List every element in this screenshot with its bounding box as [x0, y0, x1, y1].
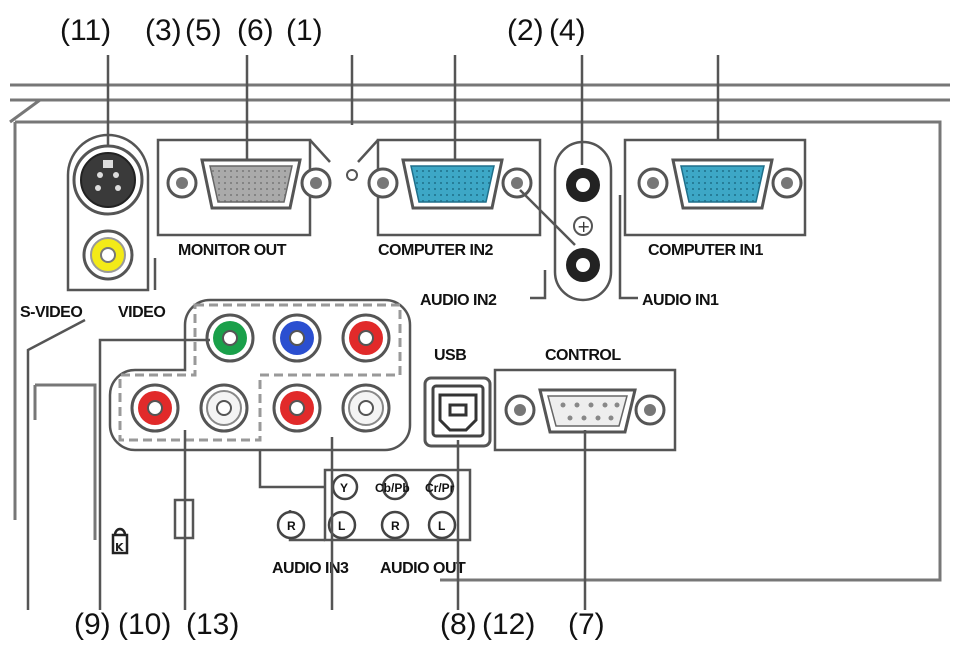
callout-11: (11) — [60, 14, 111, 47]
callout-3: (3) — [145, 14, 182, 47]
svideo-video-panel — [66, 133, 157, 292]
legend-l2: L — [438, 519, 445, 533]
jack-legend-box — [258, 450, 472, 542]
callout-13: (13) — [186, 608, 239, 641]
rca-panel — [108, 298, 412, 452]
control-label: CONTROL — [545, 347, 621, 364]
legend-l1: L — [338, 519, 345, 533]
audio-in3-label: AUDIO IN3 — [272, 560, 349, 577]
audio-in2-label: AUDIO IN2 — [420, 292, 497, 309]
security-slot: K — [111, 498, 195, 555]
audio-in1-label: AUDIO IN1 — [642, 292, 719, 309]
callout-2: (2) — [507, 14, 544, 47]
callout-12: (12) — [482, 608, 535, 641]
video-label: VIDEO — [118, 304, 165, 321]
svg-text:K: K — [115, 541, 124, 554]
svg-text:+: + — [577, 217, 590, 236]
callout-6: (6) — [237, 14, 274, 47]
computer-in1-label: COMPUTER IN1 — [648, 242, 764, 259]
callout-10: (10) — [118, 608, 171, 641]
callout-8: (8) — [440, 608, 477, 641]
legend-r2: R — [391, 519, 400, 533]
legend-cr-pr: Cr/Pr — [425, 481, 455, 495]
svideo-label: S-VIDEO — [20, 304, 82, 321]
computer-in1-panel — [623, 138, 807, 237]
top-leader-lines — [106, 55, 720, 165]
callout-7: (7) — [568, 608, 605, 641]
callout-4: (4) — [549, 14, 586, 47]
legend-y: Y — [340, 481, 348, 495]
bottom-leader-lines — [26, 318, 587, 610]
callout-1: (1) — [286, 14, 323, 47]
audio-out-label: AUDIO OUT — [380, 560, 466, 577]
legend-cb-pb: Cb/Pb — [375, 481, 410, 495]
callout-5: (5) — [185, 14, 222, 47]
legend-r1: R — [287, 519, 296, 533]
monitor-computer2-panel — [156, 138, 542, 237]
control-panel — [493, 368, 677, 452]
monitor-out-label: MONITOR OUT — [178, 242, 287, 259]
audio-in-panel: + — [519, 140, 638, 302]
usb-panel — [423, 376, 492, 448]
usb-label: USB — [434, 347, 466, 364]
callout-9: (9) — [74, 608, 111, 641]
computer-in2-label: COMPUTER IN2 — [378, 242, 494, 259]
projector-body — [9, 83, 950, 582]
